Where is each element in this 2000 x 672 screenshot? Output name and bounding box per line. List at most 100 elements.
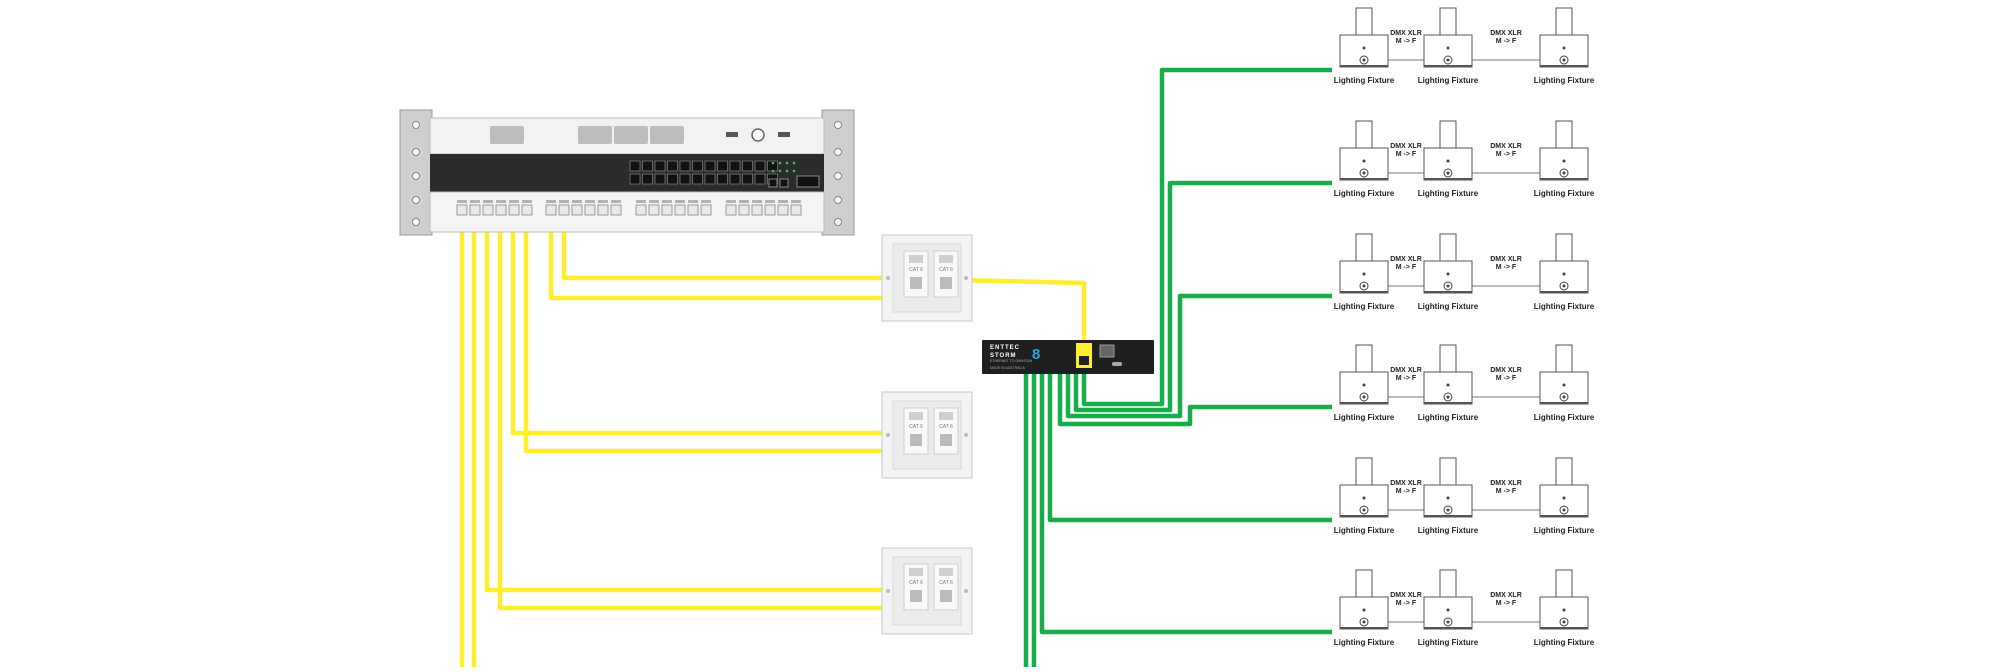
dmx-connector-label: DMX XLR bbox=[1490, 256, 1522, 263]
power-button-icon bbox=[751, 128, 765, 142]
patch-port-icon bbox=[456, 204, 468, 216]
fixture-label: Lighting Fixture bbox=[1418, 302, 1479, 311]
patch-port-icon bbox=[545, 204, 557, 216]
fixture-label: Lighting Fixture bbox=[1534, 413, 1595, 422]
fixture-knob-icon bbox=[1446, 383, 1450, 387]
fixture-lens-center bbox=[1446, 508, 1450, 512]
status-led-icon bbox=[778, 169, 782, 173]
fixture-label: Lighting Fixture bbox=[1534, 76, 1595, 85]
patch-label-strip bbox=[470, 200, 480, 203]
node-model-number: 8 bbox=[1032, 346, 1040, 363]
switch-port-icon bbox=[754, 160, 766, 172]
rack-screw-icon bbox=[834, 172, 842, 180]
plate-screw-icon bbox=[964, 276, 968, 280]
dmx-connector-label: DMX XLR bbox=[1490, 367, 1522, 374]
rack-vent-icon bbox=[650, 126, 684, 144]
status-led-icon bbox=[785, 161, 789, 165]
fixture-knob-icon bbox=[1362, 608, 1366, 612]
switch-port-icon bbox=[679, 173, 691, 185]
patch-label-strip bbox=[509, 200, 519, 203]
rack-screw-icon bbox=[412, 148, 420, 156]
ethernet-port-icon bbox=[910, 277, 922, 289]
switch-port-icon bbox=[704, 173, 716, 185]
network-switch bbox=[430, 154, 824, 192]
fixture-label: Lighting Fixture bbox=[1534, 189, 1595, 198]
patch-label-strip bbox=[778, 200, 788, 203]
switch-port-icon bbox=[754, 173, 766, 185]
switch-port-icon bbox=[717, 173, 728, 185]
fixture-knob-icon bbox=[1562, 46, 1566, 50]
patch-label-strip bbox=[752, 200, 762, 203]
ethernet-port-icon bbox=[910, 434, 922, 446]
jack-label: CAT 6 bbox=[909, 580, 923, 586]
fixture-knob-icon bbox=[1362, 46, 1366, 50]
patch-label-strip bbox=[457, 200, 467, 203]
switch-port-icon bbox=[667, 173, 678, 185]
fixture-knob-icon bbox=[1362, 159, 1366, 163]
dmx-connector-direction: M -> F bbox=[1496, 600, 1517, 607]
jack-label: CAT 6 bbox=[909, 267, 923, 273]
lighting-fixture: Lighting Fixture bbox=[1334, 7, 1395, 85]
dmx-connector-direction: M -> F bbox=[1396, 600, 1417, 607]
lighting-fixture: Lighting Fixture bbox=[1534, 120, 1595, 198]
sfp-port-icon bbox=[779, 178, 789, 188]
fixture-knob-icon bbox=[1562, 496, 1566, 500]
patch-label-strip bbox=[546, 200, 556, 203]
patch-port-icon bbox=[597, 204, 609, 216]
fixture-knob-icon bbox=[1446, 46, 1450, 50]
rack-vent-icon bbox=[578, 126, 612, 144]
status-led-icon bbox=[792, 161, 796, 165]
fixture-lens-center bbox=[1362, 620, 1366, 624]
lighting-fixture: Lighting Fixture bbox=[1534, 344, 1595, 422]
dmx-connector-direction: M -> F bbox=[1396, 488, 1417, 495]
fixture-lens-center bbox=[1362, 395, 1366, 399]
fixture-label: Lighting Fixture bbox=[1418, 413, 1479, 422]
fixture-lens-center bbox=[1562, 284, 1566, 288]
dmx-connector-direction: M -> F bbox=[1496, 264, 1517, 271]
ethernet-port-icon bbox=[940, 277, 952, 289]
sfp-port-icon bbox=[768, 178, 778, 188]
dmx-connector-label: DMX XLR bbox=[1490, 480, 1522, 487]
fixture-knob-icon bbox=[1362, 496, 1366, 500]
patch-port-icon bbox=[635, 204, 647, 216]
switch-port-icon bbox=[704, 160, 716, 172]
lighting-fixture: Lighting Fixture bbox=[1334, 344, 1395, 422]
plate-screw-icon bbox=[886, 276, 890, 280]
fixture-knob-icon bbox=[1562, 272, 1566, 276]
jack-label: CAT 6 bbox=[909, 424, 923, 430]
patch-label-strip bbox=[739, 200, 749, 203]
dmx-cable-row-6 bbox=[1039, 372, 1332, 635]
patch-port-icon bbox=[738, 204, 750, 216]
switch-port-icon bbox=[667, 160, 678, 172]
ethernet-cable-plate1-b bbox=[548, 210, 882, 301]
dmx-connector-direction: M -> F bbox=[1496, 488, 1517, 495]
dmx-connector-label: DMX XLR bbox=[1390, 480, 1422, 487]
patch-port-icon bbox=[777, 204, 789, 216]
plate-screw-icon bbox=[964, 589, 968, 593]
lighting-fixture: Lighting Fixture bbox=[1334, 120, 1395, 198]
plate-screw-icon bbox=[886, 433, 890, 437]
patch-label-strip bbox=[649, 200, 659, 203]
node-brand-sub: ETHERNET TO DMX/RDM bbox=[990, 359, 1032, 363]
patch-port-icon bbox=[469, 204, 481, 216]
fixture-body bbox=[1539, 596, 1589, 630]
ethernet-port-icon bbox=[940, 434, 952, 446]
node-switch-icon bbox=[1112, 362, 1122, 366]
status-led-icon bbox=[778, 161, 782, 165]
ethernet-cable-plate1-a bbox=[561, 210, 882, 281]
patch-port-icon bbox=[751, 204, 763, 216]
patch-label-strip bbox=[559, 200, 569, 203]
dmx-cable-row-4 bbox=[1057, 372, 1332, 427]
ethernet-cable-plate-to-node bbox=[955, 277, 1087, 360]
dmx-connector-direction: M -> F bbox=[1496, 38, 1517, 45]
usb-port-icon bbox=[778, 132, 790, 137]
switch-port-icon bbox=[642, 173, 653, 185]
